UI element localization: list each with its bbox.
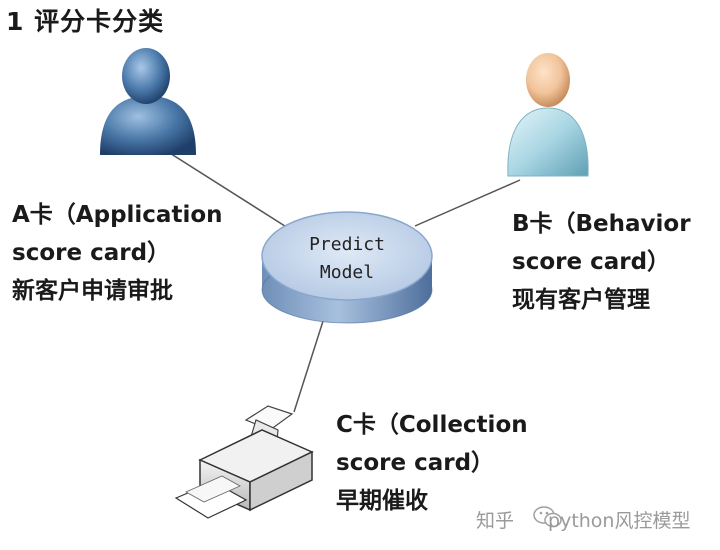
watermark: 知乎 python风控模型 [476,506,690,533]
model-label-line1: Predict [309,234,385,255]
page-title: 1 评分卡分类 [6,7,165,36]
wechat-logo-icon [533,506,562,528]
node-b-line1: B卡（Behavior [512,211,691,237]
node-c-line1: C卡（Collection [336,412,528,438]
watermark-right: python风控模型 [548,510,691,532]
node-b-line2: score card） [512,249,671,275]
connector-a [164,149,289,229]
node-c-label: C卡（Collection score card） 早期催收 [336,406,528,520]
watermark-left: 知乎 [476,510,515,532]
connector-c [293,317,325,413]
person-a-icon [100,48,196,155]
node-c-line3: 早期催收 [336,488,428,514]
node-a-line2: score card） [12,240,171,266]
node-a-line1: A卡（Application [12,202,223,228]
person-b-icon [507,53,589,177]
node-c-line2: score card） [336,450,495,476]
node-a-label: A卡（Application score card） 新客户申请审批 [12,196,223,310]
node-a-line3: 新客户申请审批 [12,278,173,304]
node-b-label: B卡（Behavior score card） 现有客户管理 [512,205,691,319]
node-b-line3: 现有客户管理 [512,287,650,313]
predict-model-cylinder [261,211,433,324]
printer-icon [174,405,314,519]
model-label-line2: Model [319,262,375,283]
connector-b [414,179,521,227]
